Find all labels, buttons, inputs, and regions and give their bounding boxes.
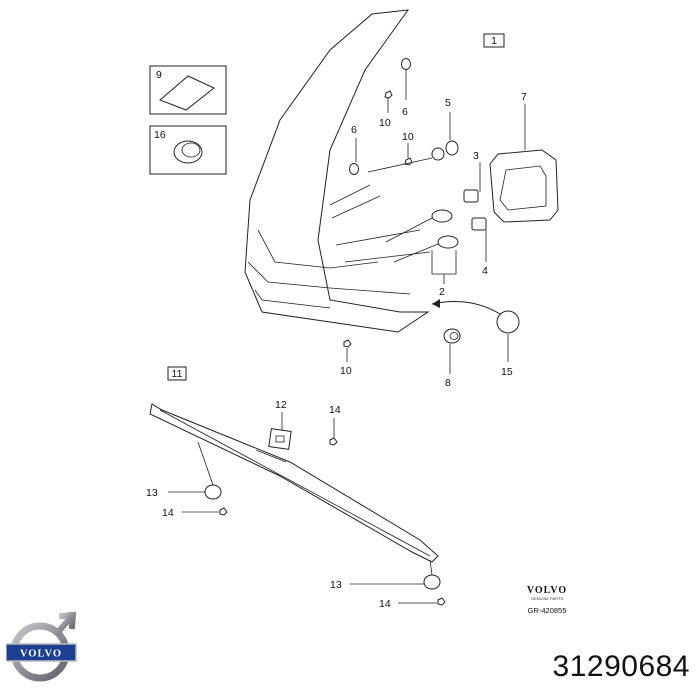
callout-13-left: 13 [146, 487, 158, 499]
group-label-11: 11 [172, 368, 183, 380]
callout-6-lower: 6 [351, 124, 357, 136]
part-10-nut-upper [384, 90, 393, 113]
part-10-nut-lower [343, 339, 352, 362]
group-label-1: 1 [491, 35, 497, 47]
callout-13-right: 13 [330, 579, 342, 591]
part-3-socket [463, 162, 481, 203]
part-15-cover [431, 299, 520, 362]
part-14-nut-left [182, 507, 228, 516]
callout-4: 4 [482, 265, 488, 277]
callout-2: 2 [439, 286, 445, 298]
callout-7: 7 [521, 91, 527, 103]
part-14-nut-top [329, 418, 338, 446]
part-13-stud-right [350, 559, 441, 590]
logo-wordmark: VOLVO [20, 649, 62, 660]
genuine-parts-brand: VOLVO [526, 585, 568, 596]
part-5-bulb-holder [367, 112, 459, 173]
genuine-parts-subtitle: GENUINE PARTS [530, 596, 564, 601]
callout-12: 12 [275, 399, 287, 411]
callout-14-right: 14 [379, 598, 391, 610]
callout-10-middle: 10 [402, 131, 414, 143]
group-label-box-1 [483, 33, 505, 48]
callout-5: 5 [445, 97, 451, 109]
tailgate-lamp-strip [149, 403, 439, 563]
part-12-bracket [268, 412, 292, 450]
part-16-plug [149, 125, 227, 175]
part-8-grommet [443, 328, 461, 374]
part-number: 31290684 [552, 650, 690, 683]
drawing-code: GR-420855 [527, 606, 567, 615]
part-13-stud-left [168, 441, 222, 500]
callout-3: 3 [473, 150, 479, 162]
callout-15: 15 [501, 366, 513, 378]
volvo-logo: VOLVO [6, 611, 77, 682]
group-label-box-11 [167, 366, 187, 381]
callout-14-top: 14 [329, 404, 341, 416]
part-6-clip-lower [349, 138, 359, 175]
part-2-bulbs [385, 209, 459, 284]
callout-6-upper: 6 [402, 106, 408, 118]
callout-9: 9 [156, 69, 162, 81]
callout-10-upper: 10 [379, 117, 391, 129]
tail-lamp-housing [244, 9, 431, 333]
callout-10-lower: 10 [340, 365, 352, 377]
part-10-nut-middle [404, 143, 413, 166]
callout-14-left: 14 [162, 507, 174, 519]
part-6-clip-upper [401, 58, 411, 100]
part-9-gasket [149, 65, 227, 115]
genuine-parts-block: VOLVO GENUINE PARTS GR-420855 [512, 585, 582, 616]
part-7-seal [489, 104, 559, 223]
part-4-socket [471, 217, 487, 262]
part-14-nut-right [398, 597, 446, 606]
callout-8: 8 [445, 377, 451, 389]
callout-16: 16 [154, 129, 166, 141]
